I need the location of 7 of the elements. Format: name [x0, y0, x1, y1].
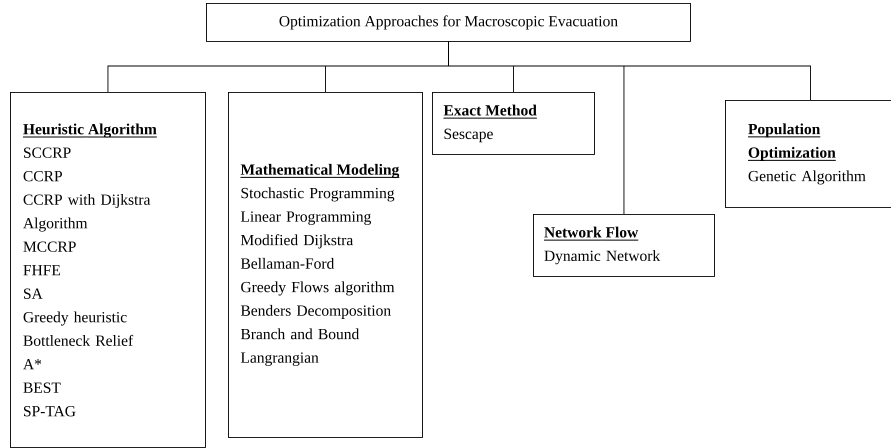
category-box: Heuristic Algorithm SCCRP CCRP CCRP with Dijkstra Algorithm MCCRP FHFE SA Greedy heuristic Bottleneck Relief A* BEST SP-TAG	[10, 92, 206, 448]
title-box: Optimization Approaches for Macroscopic Evacuation	[206, 3, 691, 42]
category-box: Exact Method Sescape	[432, 92, 595, 155]
category-box: Mathematical Modeling Stochastic Programming Linear Programming Modified Dijkstra Bellaman-Ford Greedy Flows algorithm Benders Decomposition Branch and Bound Langrangian	[228, 92, 423, 438]
category-box: Population Optimization Genetic Algorithm	[725, 100, 891, 208]
connector-line	[448, 41, 811, 100]
category-box: Network Flow Dynamic Network	[533, 214, 715, 277]
